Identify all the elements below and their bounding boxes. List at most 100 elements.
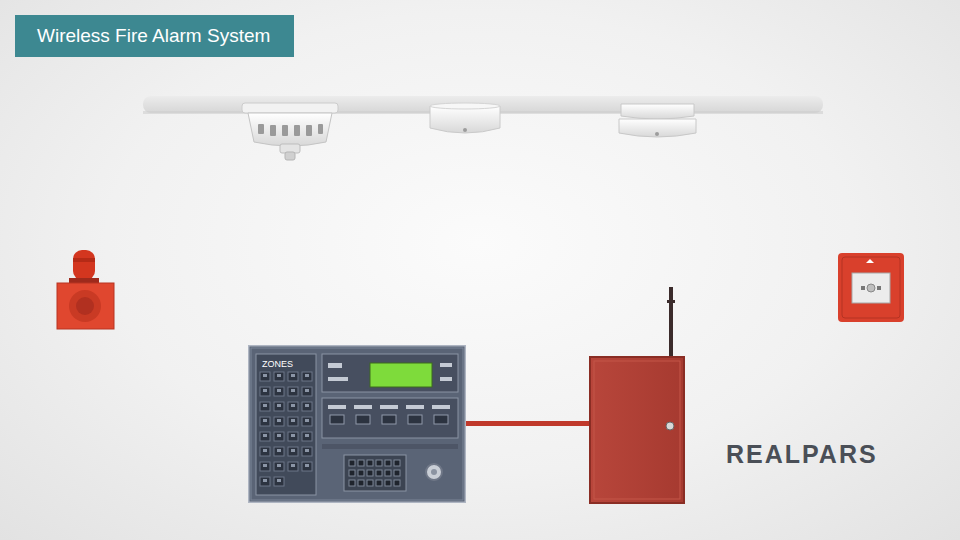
panel-drawing — [322, 354, 458, 392]
manual-call-point — [842, 257, 900, 318]
smoke-detector — [242, 103, 338, 113]
wireless-transceiver — [666, 422, 674, 430]
panel-drawing — [406, 405, 424, 409]
heat-detector — [655, 132, 659, 136]
panel-drawing — [376, 460, 382, 466]
panel-drawing — [349, 470, 355, 476]
panel-drawing — [260, 387, 270, 396]
panel-drawing — [354, 405, 372, 409]
panel-drawing — [260, 432, 270, 441]
panel-drawing — [291, 404, 295, 407]
panel-drawing — [305, 404, 309, 407]
panel-drawing — [288, 402, 298, 411]
panel-drawing — [349, 480, 355, 486]
control-panel: ZONES — [248, 345, 466, 503]
wireless-transceiver — [667, 300, 675, 303]
panel-heading: ZONES — [262, 359, 293, 369]
panel-drawing — [370, 363, 432, 387]
panel-drawing — [256, 354, 316, 495]
panel-drawing — [322, 444, 458, 449]
smoke-detector — [318, 124, 323, 134]
panel-drawing — [328, 363, 342, 368]
smoke-detector — [285, 152, 295, 160]
panel-drawing — [274, 432, 284, 441]
manual-call-point — [852, 273, 890, 303]
panel-drawing — [277, 374, 281, 377]
panel-drawing — [385, 480, 391, 486]
panel-drawing — [291, 389, 295, 392]
smoke-detector — [463, 128, 467, 132]
title-banner: Wireless Fire Alarm System — [15, 15, 294, 57]
panel-drawing — [330, 415, 344, 424]
panel-drawing — [288, 417, 298, 426]
panel-drawing — [263, 389, 267, 392]
panel-drawing — [440, 363, 452, 367]
panel-drawing — [263, 419, 267, 422]
alarm-sounder — [73, 250, 95, 280]
panel-drawing — [358, 460, 364, 466]
panel-drawing — [263, 464, 267, 467]
panel-drawing — [322, 398, 458, 438]
panel-drawing — [349, 460, 355, 466]
panel-drawing — [328, 377, 348, 381]
panel-drawing — [260, 417, 270, 426]
panel-drawing — [358, 480, 364, 486]
panel-drawing — [291, 419, 295, 422]
heat-detector — [621, 104, 694, 119]
panel-drawing — [426, 464, 442, 480]
panel-drawing — [274, 462, 284, 471]
panel-drawing — [382, 415, 396, 424]
heat-detector — [619, 119, 696, 137]
smoke-detector — [282, 125, 288, 136]
panel-drawing — [277, 464, 281, 467]
panel-drawing — [288, 462, 298, 471]
smoke-detector — [258, 124, 323, 136]
panel-drawing — [277, 389, 281, 392]
panel-drawing — [305, 464, 309, 467]
signal-wire — [466, 421, 592, 426]
panel-drawing — [263, 404, 267, 407]
panel-drawing — [263, 479, 267, 482]
panel-drawing — [291, 464, 295, 467]
wireless-transceiver — [590, 287, 684, 503]
manual-call-point — [866, 259, 874, 263]
wireless-transceiver — [590, 357, 684, 503]
panel-drawing — [302, 417, 312, 426]
panel-drawing — [305, 374, 309, 377]
panel-drawing — [305, 419, 309, 422]
smoke-detector — [430, 106, 500, 133]
smoke-detector — [430, 103, 500, 133]
manual-call-point — [838, 253, 904, 322]
heat-detector — [619, 104, 696, 137]
panel-drawing — [376, 470, 382, 476]
panel-drawing — [367, 480, 373, 486]
panel-drawing — [328, 405, 346, 409]
smoke-detector — [248, 113, 332, 146]
panel-drawing — [440, 377, 452, 381]
panel-drawing — [288, 447, 298, 456]
panel-drawing — [260, 447, 270, 456]
panel-drawing — [302, 447, 312, 456]
panel-drawing — [358, 470, 364, 476]
panel-drawing — [249, 346, 466, 503]
panel-drawing — [277, 449, 281, 452]
panel-drawing — [260, 462, 270, 471]
panel-drawing — [260, 372, 270, 381]
panel-drawing — [302, 402, 312, 411]
panel-drawing — [251, 348, 463, 500]
panel-drawing — [434, 415, 448, 424]
panel-drawing — [344, 455, 406, 491]
panel-drawing — [274, 477, 284, 486]
panel-drawing — [302, 372, 312, 381]
smoke-detector — [306, 125, 312, 136]
panel-drawing — [263, 374, 267, 377]
panel-drawing — [380, 405, 398, 409]
panel-drawing — [274, 387, 284, 396]
wireless-transceiver — [594, 361, 680, 499]
alarm-sounder — [57, 283, 114, 329]
wireless-transceiver — [590, 357, 684, 503]
panel-drawing — [367, 460, 373, 466]
panel-drawing — [291, 374, 295, 377]
panel-drawing — [394, 470, 400, 476]
panel-drawing — [260, 477, 270, 486]
